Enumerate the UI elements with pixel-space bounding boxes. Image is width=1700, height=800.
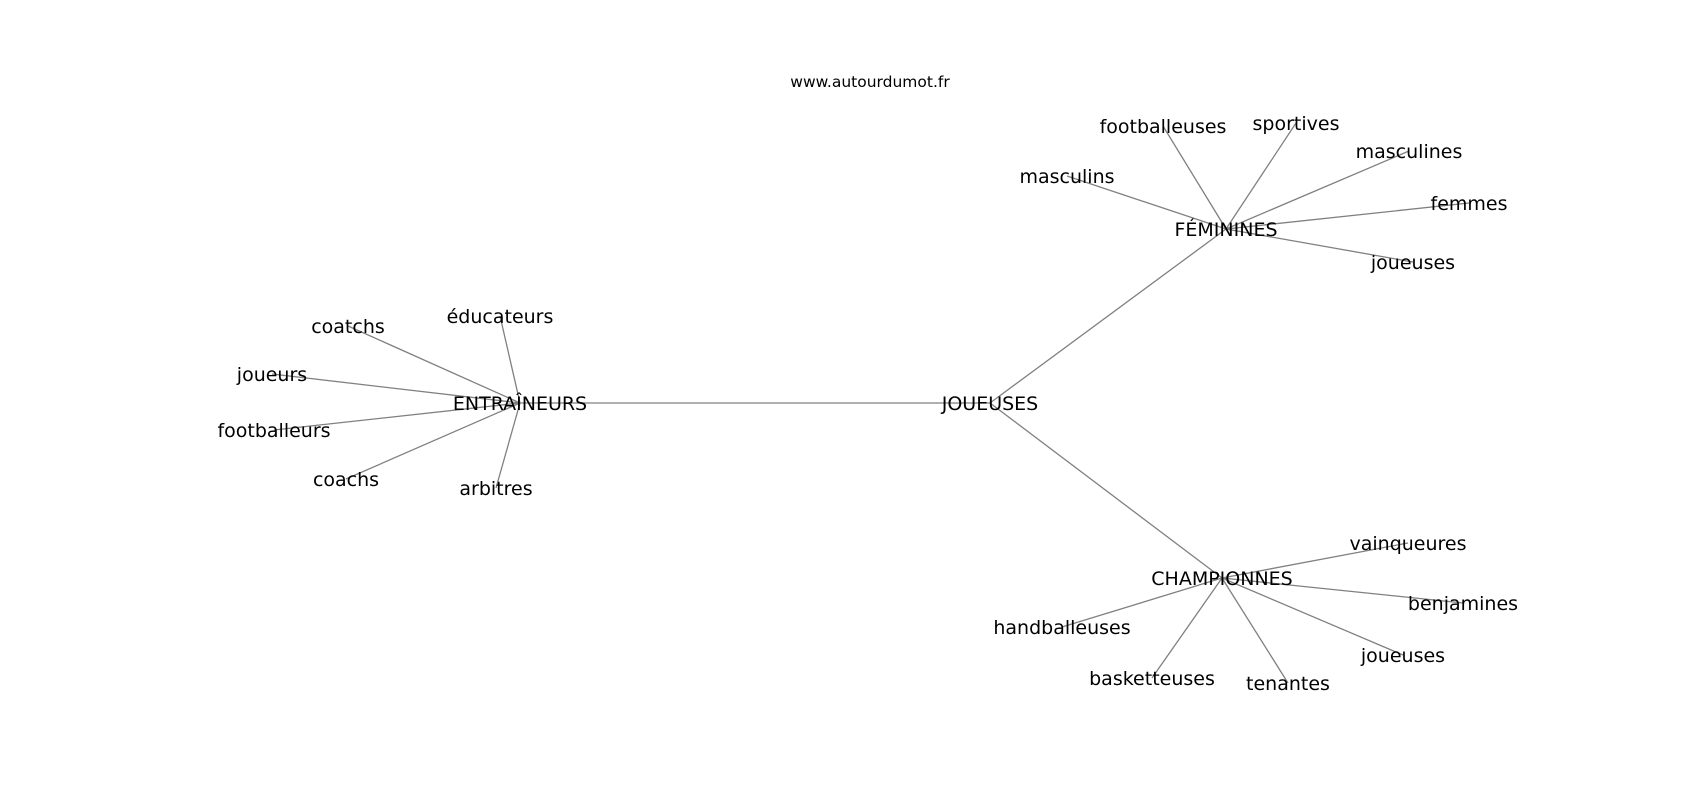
leaf-node-championnes-tenantes: tenantes xyxy=(1246,673,1330,695)
leaf-node-entraineurs-arbitres: arbitres xyxy=(459,478,532,500)
hub-node-entraineurs: ENTRAÎNEURS xyxy=(453,392,587,415)
leaf-node-feminines-masculines: masculines xyxy=(1356,141,1463,163)
leaf-node-feminines-joueuses: joueuses xyxy=(1370,252,1455,274)
leaf-node-championnes-handballeuses: handballeuses xyxy=(993,617,1130,639)
edge-feminines-masculines xyxy=(1225,150,1410,230)
edge-feminines-footballeuses xyxy=(1162,125,1227,230)
leaf-node-feminines-sportives: sportives xyxy=(1253,113,1340,135)
leaf-node-championnes-vainqueures: vainqueures xyxy=(1349,533,1466,555)
edge-center-feminines xyxy=(989,228,1227,404)
edge-championnes-joueuses xyxy=(1221,577,1404,656)
edge-feminines-joueuses xyxy=(1225,228,1414,263)
edge-feminines-masculins xyxy=(1066,175,1227,230)
edge-championnes-basketteuses xyxy=(1151,577,1223,679)
edge-entraineurs-arbitres xyxy=(495,402,521,489)
leaf-node-championnes-benjamines: benjamines xyxy=(1408,593,1518,615)
edge-entraineurs-joueurs xyxy=(271,373,521,404)
leaf-node-entraineurs-joueurs: joueurs xyxy=(236,364,307,386)
leaf-node-feminines-footballeuses: footballeuses xyxy=(1100,116,1227,138)
leaf-node-championnes-joueuses: joueuses xyxy=(1360,645,1445,667)
watermark: www.autourdumot.fr xyxy=(790,73,950,91)
leaf-node-championnes-basketteuses: basketteuses xyxy=(1089,668,1215,690)
edge-feminines-femmes xyxy=(1225,202,1470,230)
edge-center-championnes xyxy=(989,402,1223,579)
graph-labels: éducateurs coatchs joueurs footballeurs coac… xyxy=(217,113,1518,695)
center-node-joueuses: JOUEUSES xyxy=(941,393,1039,415)
leaf-node-entraineurs-footballeurs: footballeurs xyxy=(217,420,330,442)
edge-entraineurs-coachs xyxy=(345,402,521,480)
edge-entraineurs-coatchs xyxy=(347,325,521,404)
leaf-node-entraineurs-coachs: coachs xyxy=(313,469,379,491)
edge-championnes-handballeuses xyxy=(1061,577,1223,628)
leaf-node-feminines-femmes: femmes xyxy=(1431,193,1508,215)
edge-feminines-sportives xyxy=(1225,122,1297,230)
edge-championnes-vainqueures xyxy=(1221,542,1409,579)
leaf-node-entraineurs-educateurs: éducateurs xyxy=(447,306,554,328)
edge-entraineurs-footballeurs xyxy=(273,402,521,431)
hub-node-championnes: CHAMPIONNES xyxy=(1151,568,1292,590)
leaf-node-entraineurs-coatchs: coatchs xyxy=(311,316,385,338)
edge-championnes-tenantes xyxy=(1221,577,1289,684)
edge-entraineurs-educateurs xyxy=(499,315,521,404)
edge-championnes-benjamines xyxy=(1221,577,1464,604)
hub-node-feminines: FÉMININES xyxy=(1174,218,1277,241)
graph-edges xyxy=(271,122,1470,684)
leaf-node-feminines-masculins: masculins xyxy=(1019,166,1114,188)
